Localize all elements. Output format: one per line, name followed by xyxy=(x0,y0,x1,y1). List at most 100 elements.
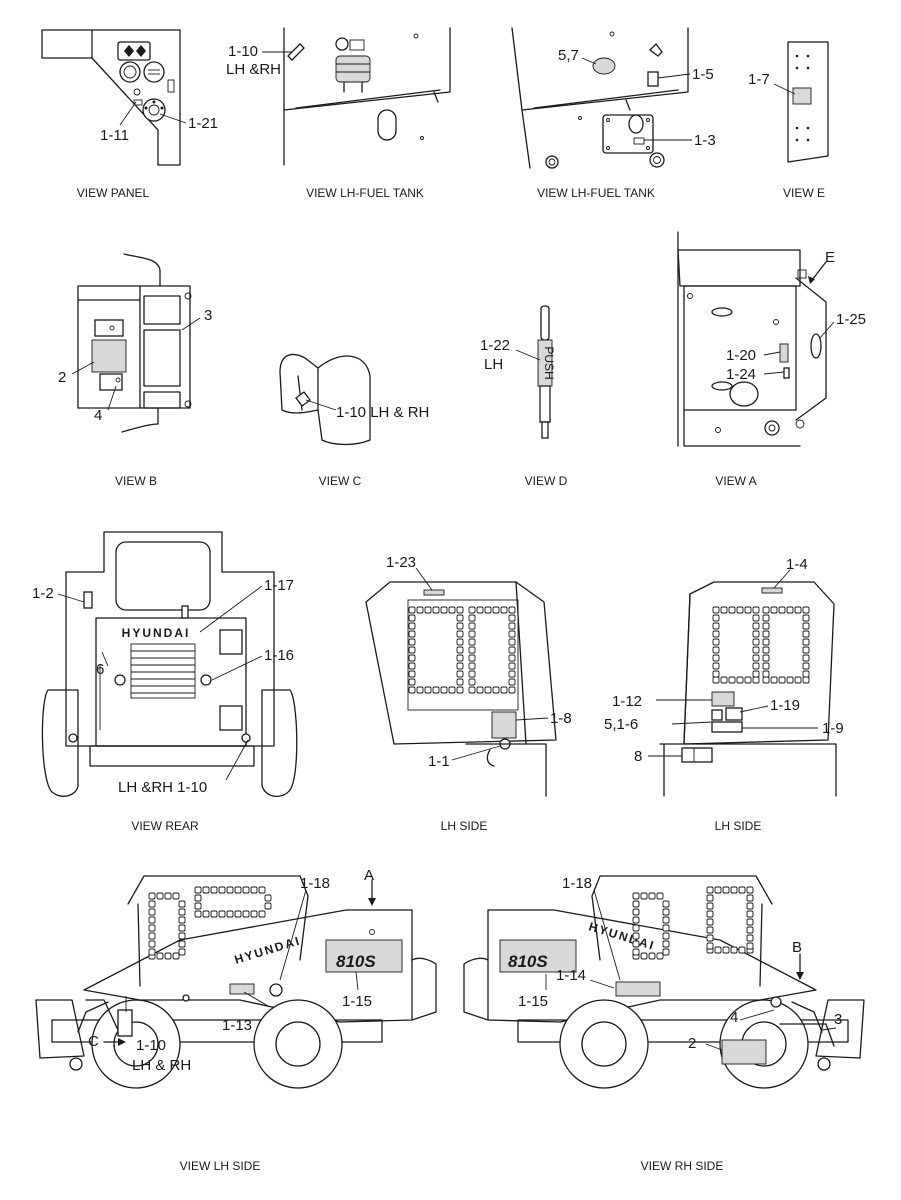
window-grid-block xyxy=(752,614,760,622)
window-grid-block xyxy=(456,654,464,662)
window-grid-block xyxy=(468,686,476,694)
view-caption: LH SIDE xyxy=(441,819,488,833)
window-grid-block xyxy=(440,686,448,694)
window-grid-block xyxy=(714,886,722,894)
window-grid-block xyxy=(234,910,242,918)
window-grid-block xyxy=(802,614,810,622)
view-rear: HYUNDAI 1-2 1-17 6 1-16 LH &RH 1-10 VIEW… xyxy=(32,531,298,833)
window-grid-block xyxy=(752,646,760,654)
view-d: PUSH 1-22 LH VIEW D xyxy=(480,305,568,488)
window-grid-block xyxy=(746,902,754,910)
window-grid-block xyxy=(778,606,786,614)
window-grid-block xyxy=(746,894,754,902)
window-grid-block xyxy=(172,952,180,960)
window-grid-block xyxy=(178,932,186,940)
window-grid-block xyxy=(508,606,516,614)
window-grid-block xyxy=(632,900,640,908)
callout: 1-16 xyxy=(264,647,294,664)
callout: 4 xyxy=(730,1009,738,1026)
window-grid-block xyxy=(250,886,258,894)
window-grid-block xyxy=(202,886,210,894)
model-text: 810S xyxy=(508,952,548,971)
window-grid-block xyxy=(194,902,202,910)
window-grid-block xyxy=(456,606,464,614)
window-grid-block xyxy=(706,926,714,934)
window-grid-block xyxy=(746,942,754,950)
window-grid-block xyxy=(508,662,516,670)
window-grid-block xyxy=(226,886,234,894)
window-grid-block xyxy=(632,940,640,948)
callout: 1-8 xyxy=(550,710,572,727)
window-grid-block xyxy=(706,902,714,910)
callout: 1-5 xyxy=(692,66,714,83)
window-grid-block xyxy=(712,654,720,662)
window-grid-block xyxy=(242,886,250,894)
window-grid-block xyxy=(226,910,234,918)
window-grid-block xyxy=(408,622,416,630)
window-grid-block xyxy=(746,918,754,926)
window-grid-block xyxy=(656,892,664,900)
window-grid-block xyxy=(712,646,720,654)
callout: 1-10 LH & RH xyxy=(336,404,429,421)
view-caption: VIEW REAR xyxy=(131,819,199,833)
view-b: 3 2 4 VIEW B xyxy=(58,253,212,488)
window-grid-block xyxy=(424,606,432,614)
window-grid-block xyxy=(164,952,172,960)
window-grid-block xyxy=(164,892,172,900)
window-grid-block xyxy=(250,910,258,918)
window-grid-block xyxy=(786,676,794,684)
window-grid-block xyxy=(408,606,416,614)
window-grid-block xyxy=(802,622,810,630)
callout: 1-4 xyxy=(786,556,808,573)
window-grid-block xyxy=(706,910,714,918)
callout: 1-15 xyxy=(342,993,372,1010)
window-grid-block xyxy=(662,900,670,908)
window-grid-block xyxy=(148,908,156,916)
decal-text: PUSH xyxy=(542,346,556,379)
window-grid-block xyxy=(202,910,210,918)
window-grid-block xyxy=(706,942,714,950)
window-grid-block xyxy=(738,946,746,954)
window-grid-block xyxy=(148,916,156,924)
window-grid-block xyxy=(752,670,760,678)
window-grid-block xyxy=(218,910,226,918)
callout: LH & RH xyxy=(132,1057,191,1074)
window-grid-block xyxy=(744,676,752,684)
window-grid-block xyxy=(468,622,476,630)
window-grid-block xyxy=(258,886,266,894)
callout: A xyxy=(364,867,374,884)
view-c: 1-10 LH & RH VIEW C xyxy=(279,353,429,488)
callout: 1-1 xyxy=(428,753,450,770)
window-grid-block xyxy=(730,946,738,954)
window-grid-block xyxy=(746,886,754,894)
callout: LH &RH xyxy=(226,61,281,78)
window-grid-block xyxy=(178,948,186,956)
window-grid-block xyxy=(752,676,760,684)
window-grid-block xyxy=(712,638,720,646)
view-lh-side-1: 1-23 1-8 1-1 LH SIDE xyxy=(365,554,572,833)
window-grid-block xyxy=(802,662,810,670)
view-e: 1-7 VIEW E xyxy=(748,41,829,200)
window-grid-block xyxy=(264,902,272,910)
window-grid-block xyxy=(424,686,432,694)
window-grid-block xyxy=(712,622,720,630)
window-grid-block xyxy=(640,952,648,960)
window-grid-block xyxy=(172,892,180,900)
brand-text: HYUNDAI xyxy=(122,626,191,640)
model-text: 810S xyxy=(336,952,376,971)
callout: 1-10 xyxy=(136,1037,166,1054)
window-grid-block xyxy=(456,638,464,646)
window-grid-block xyxy=(712,614,720,622)
callout: 1-2 xyxy=(32,585,54,602)
window-grid-block xyxy=(730,886,738,894)
window-grid-block xyxy=(408,630,416,638)
callout: LH xyxy=(484,356,503,373)
window-grid-block xyxy=(148,900,156,908)
window-grid-block xyxy=(706,918,714,926)
window-grid-block xyxy=(408,686,416,694)
callout: 1-24 xyxy=(726,366,756,383)
view-caption: VIEW A xyxy=(715,474,756,488)
view-caption: VIEW B xyxy=(115,474,157,488)
callout: 5,1-6 xyxy=(604,716,638,733)
window-grid-block xyxy=(456,686,464,694)
